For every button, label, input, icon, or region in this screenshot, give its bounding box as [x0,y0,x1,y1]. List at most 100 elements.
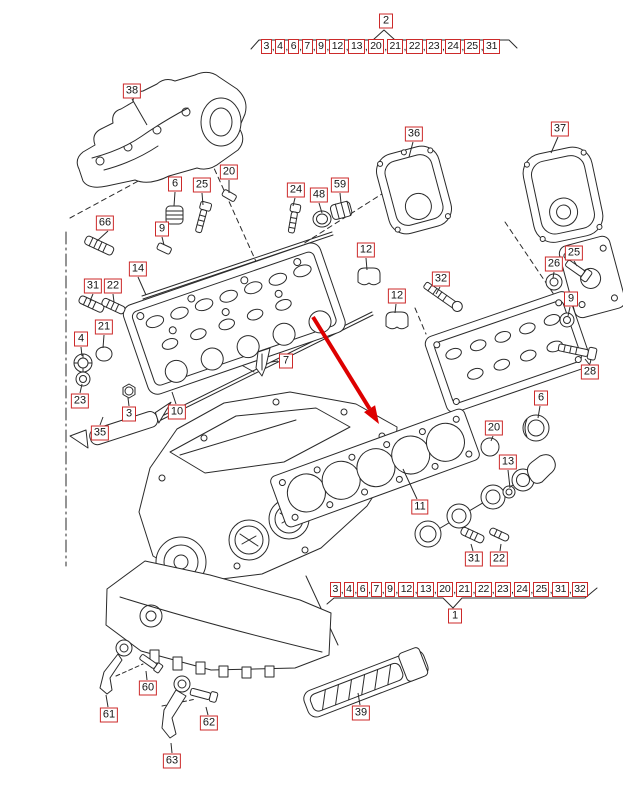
leader-line-37 [550,136,559,154]
top-group-item-13[interactable]: 13 [348,39,365,54]
callout-66[interactable]: 66 [95,215,115,231]
callout-6-right[interactable]: 6 [534,390,548,406]
top-group-item-12[interactable]: 12 [329,39,346,54]
callout-48[interactable]: 48 [309,187,329,203]
comma-separator: , [472,584,476,596]
leader-line-24 [292,197,296,207]
callout-23[interactable]: 23 [70,393,90,409]
callout-37[interactable]: 37 [550,121,570,137]
callout-4[interactable]: 4 [74,331,88,347]
comma-separator: , [381,584,385,596]
callout-28[interactable]: 28 [580,364,600,380]
top-group-item-4[interactable]: 4 [274,39,286,54]
comma-separator: , [285,41,289,53]
callout-22-bottom[interactable]: 22 [489,551,509,567]
comma-separator: , [345,41,349,53]
callout-38[interactable]: 38 [122,83,142,99]
leader-line-25-right [573,260,578,267]
callout-9-top[interactable]: 9 [155,221,169,237]
leader-line-48 [318,202,323,214]
callout-25-right[interactable]: 25 [564,245,584,261]
top-group-item-24[interactable]: 24 [444,39,462,54]
leader-line-9-top [161,236,165,246]
top-group-item-31[interactable]: 31 [483,39,500,54]
callout-9-right[interactable]: 9 [564,291,578,307]
leader-line-12-lower [394,303,397,314]
callout-36[interactable]: 36 [404,126,424,142]
callout-26[interactable]: 26 [544,256,564,272]
bottom-group-item-20[interactable]: 20 [436,582,454,597]
callout-35[interactable]: 35 [90,425,110,441]
bottom-group-item-3[interactable]: 3 [330,582,341,597]
bottom-group-item-21[interactable]: 21 [456,582,473,597]
leader-line-39 [357,692,361,706]
callout-62[interactable]: 62 [199,715,219,731]
callout-6-top[interactable]: 6 [168,176,182,192]
callout-3[interactable]: 3 [122,406,136,422]
callout-60[interactable]: 60 [138,680,158,696]
callout-59[interactable]: 59 [330,177,350,193]
comma-separator: , [491,584,495,596]
bottom-group-item-23[interactable]: 23 [494,582,511,597]
group-label-2[interactable]: 2 [379,13,393,29]
top-group-item-25[interactable]: 25 [464,39,481,54]
bottom-group-item-32[interactable]: 32 [571,582,589,597]
bottom-group-item-13[interactable]: 13 [417,582,434,597]
bottom-group-item-7[interactable]: 7 [370,582,382,597]
leader-line-25-top [201,192,204,206]
callout-7[interactable]: 7 [279,353,293,369]
comma-separator: , [271,41,275,53]
callout-11[interactable]: 11 [411,499,429,515]
callout-14[interactable]: 14 [128,261,148,277]
bottom-group-item-22[interactable]: 22 [475,582,492,597]
leader-line-9-right [567,306,571,317]
top-group-item-3[interactable]: 3 [261,39,272,54]
callout-12-upper[interactable]: 12 [356,242,376,258]
callout-63[interactable]: 63 [162,753,182,769]
top-group-item-20[interactable]: 20 [367,39,385,54]
bottom-group-item-6[interactable]: 6 [357,582,368,597]
top-group-item-7[interactable]: 7 [301,39,313,54]
comma-separator: , [403,41,407,53]
top-group-item-23[interactable]: 23 [425,39,442,54]
callout-32[interactable]: 32 [431,271,451,287]
bottom-group-item-9[interactable]: 9 [384,582,396,597]
callout-31-bottom[interactable]: 31 [464,551,484,567]
top-group-item-22[interactable]: 22 [406,39,423,54]
comma-separator: , [354,584,358,596]
left-cylinder-head-drawing [122,242,346,395]
bottom-group-item-12[interactable]: 12 [398,582,415,597]
callout-13[interactable]: 13 [498,454,518,470]
top-group-item-6[interactable]: 6 [288,39,299,54]
callout-24[interactable]: 24 [286,182,306,198]
top-group-item-21[interactable]: 21 [387,39,404,54]
callout-21[interactable]: 21 [94,319,114,335]
comma-separator: , [453,584,456,596]
bottom-group-item-24[interactable]: 24 [513,582,531,597]
comma-separator: , [414,584,418,596]
leader-line-13 [507,469,511,489]
callout-20-top[interactable]: 20 [219,164,239,180]
group-label-1[interactable]: 1 [448,608,462,624]
callout-10[interactable]: 10 [167,404,187,420]
callout-22-left[interactable]: 22 [103,278,123,294]
callout-31-left[interactable]: 31 [83,278,103,294]
callout-39[interactable]: 39 [351,705,371,721]
bottom-group-item-25[interactable]: 25 [533,582,550,597]
leader-line-10 [171,391,177,405]
bottom-group-item-31[interactable]: 31 [552,582,569,597]
leader-line-66 [96,230,109,242]
callout-25-top[interactable]: 25 [192,177,212,193]
top-group-item-9[interactable]: 9 [315,39,327,54]
leader-line-28 [584,358,590,365]
bottom-group-item-4[interactable]: 4 [343,582,355,597]
callout-20-right[interactable]: 20 [484,420,504,436]
leader-line-11 [402,468,418,500]
comma-separator: , [395,584,399,596]
comma-separator: , [299,41,302,53]
callout-61[interactable]: 61 [99,707,119,723]
leader-line-14 [137,276,147,296]
callout-12-lower[interactable]: 12 [387,288,407,304]
top-group-number-row: 3,4,6,7,9,12,13,20,21,22,23,24,25,31 [261,39,500,54]
